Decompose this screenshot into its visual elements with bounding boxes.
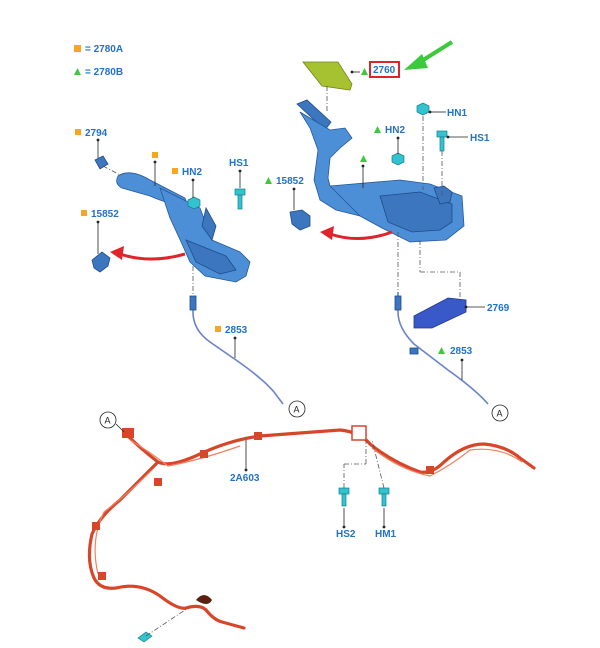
left-label-2794: 2794	[85, 128, 108, 139]
right-label-15852: 15852	[276, 176, 304, 187]
right-label-2760: 2760	[373, 65, 396, 76]
left-hn2-nut-icon	[187, 196, 201, 210]
right-fasteners	[391, 102, 448, 166]
bottom-callouts: 2A603 HS2 HM1	[230, 440, 397, 540]
left-label-15852: 15852	[91, 209, 119, 220]
left-red-arrow-head	[110, 246, 124, 260]
connector-a-bottom: A	[99, 411, 125, 433]
right-label-2853: 2853	[450, 346, 473, 357]
right-label-hs1: HS1	[470, 133, 490, 144]
right-callouts: 2760 HN1 HN2 HS1 15852 2769 2853	[265, 61, 510, 380]
left-label-hs1: HS1	[229, 158, 249, 169]
right-hn1-nut-icon	[416, 102, 430, 116]
left-red-arrow	[119, 252, 186, 261]
brake-pad-2760	[302, 61, 353, 91]
legend-triangle-marker	[74, 68, 81, 75]
right-hn2-nut-icon	[391, 152, 405, 166]
connector-a-label-1: A	[294, 405, 300, 415]
bottom-fasteners	[137, 487, 390, 643]
rear-cable-2a603	[87, 425, 536, 630]
left-callouts: 2794 HN2 HS1 15852 2853	[75, 128, 249, 358]
right-lever-assembly	[289, 99, 465, 243]
connector-a-top-left: A	[288, 400, 306, 418]
connector-a-label-3: A	[105, 416, 111, 426]
plate-2769	[413, 297, 467, 329]
bottom-hs2-bolt-icon	[338, 487, 350, 507]
right-hs1-bolt-icon	[436, 130, 448, 152]
green-pointer-arrow-head	[404, 54, 428, 70]
legend-square-label: = 2780A	[85, 44, 123, 55]
legend-triangle-label: = 2780B	[85, 67, 123, 78]
bottom-label-hm1: HM1	[375, 529, 397, 540]
right-label-hn1: HN1	[447, 108, 467, 119]
right-label-hn2: HN2	[385, 125, 405, 136]
bottom-label-2a603: 2A603	[230, 473, 260, 484]
left-lever-assembly	[91, 155, 284, 405]
legend: = 2780A = 2780B	[74, 44, 123, 78]
connector-a-label-2: A	[497, 409, 503, 419]
right-label-2769: 2769	[487, 303, 510, 314]
left-label-hn2: HN2	[182, 167, 202, 178]
bottom-hm1-bolt-icon	[378, 487, 390, 507]
highlight-box-2760	[369, 61, 400, 78]
left-fasteners	[187, 188, 246, 210]
right-red-arrow-head	[320, 226, 334, 240]
left-hs1-bolt-icon	[234, 188, 246, 210]
left-label-2853: 2853	[225, 325, 248, 336]
bottom-label-hs2: HS2	[336, 529, 356, 540]
connector-a-top-right: A	[491, 404, 509, 422]
green-pointer-arrow	[418, 40, 454, 64]
legend-square-marker	[74, 45, 81, 52]
right-red-arrow	[329, 230, 393, 241]
